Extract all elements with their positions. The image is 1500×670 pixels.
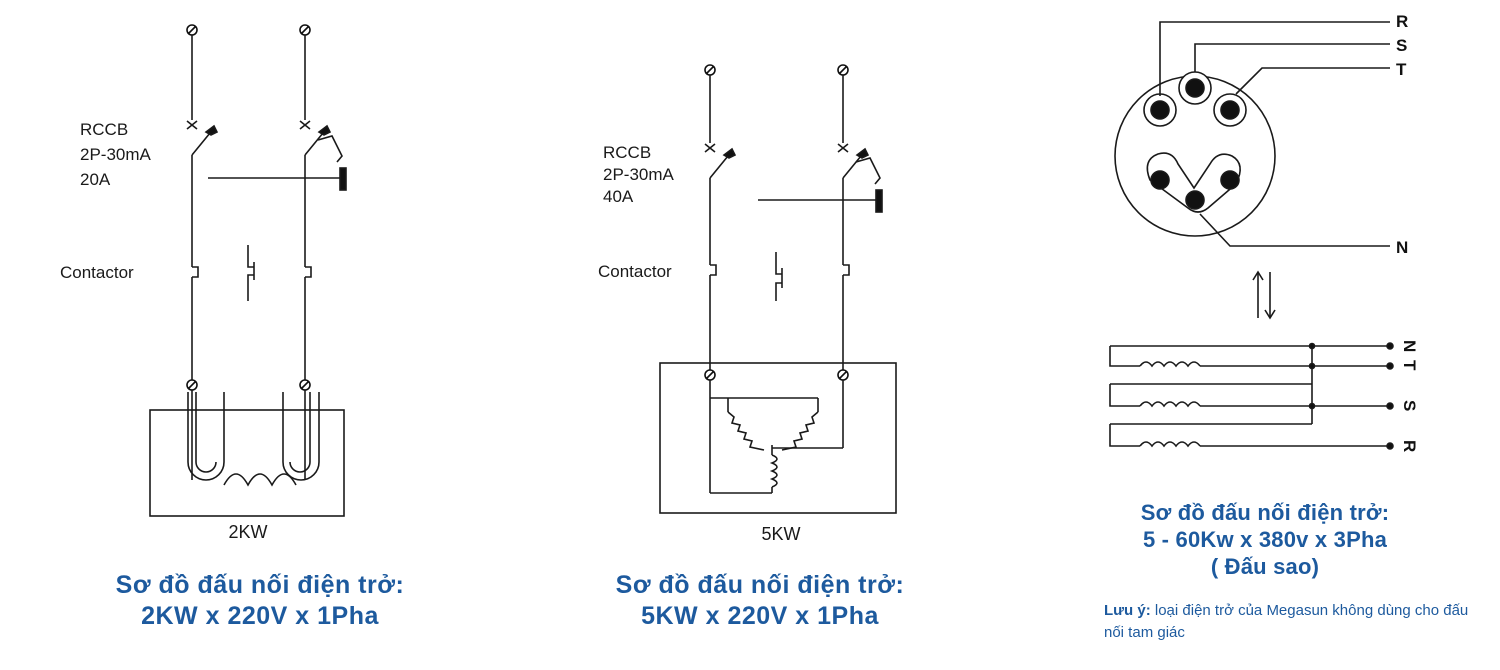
caption-2kw: Sơ đồ đấu nối điện trở: 2KW x 220V x 1Ph… — [50, 570, 470, 631]
plug-label-r: R — [1396, 12, 1408, 31]
caption-5kw-line1: Sơ đồ đấu nối điện trở: — [615, 571, 905, 599]
caption-2kw-line1: Sơ đồ đấu nối điện trở: — [115, 571, 405, 599]
terminal-top-left-5kw — [704, 64, 716, 76]
plug-pins — [1143, 71, 1247, 213]
plug-label-n: N — [1396, 238, 1408, 257]
diagram-3phase — [1109, 21, 1394, 450]
rccb-label-2kw-line3: 20A — [80, 170, 111, 189]
caption-5kw-line2: 5KW x 220V x 1Pha — [641, 601, 879, 630]
heater-box-2kw — [149, 409, 345, 517]
rccb-label-5kw-line2: 2P-30mA — [603, 165, 675, 184]
caption-3phase-line2: 5 - 60Kw x 380v x 3Pha — [1142, 526, 1388, 552]
terminal-bottom-left — [186, 379, 198, 391]
rccb-label-5kw-line3: 40A — [603, 187, 634, 206]
terminal-bottom-right-5kw — [837, 369, 849, 381]
rccb-label-2kw-line2: 2P-30mA — [80, 145, 152, 164]
caption-5kw: Sơ đồ đấu nối điện trở: 5KW x 220V x 1Ph… — [560, 570, 960, 631]
terminal-label-r: R — [1400, 440, 1419, 452]
contactor-label-5kw: Contactor — [598, 262, 672, 281]
terminal-label-s: S — [1400, 400, 1419, 411]
note-text: loại điện trở của Megasun không dùng cho… — [1104, 602, 1469, 641]
caption-3phase-line3: ( Đấu sao) — [1210, 553, 1320, 579]
terminal-top-right-5kw — [837, 64, 849, 76]
terminal-bottom-right — [299, 379, 311, 391]
box-label-2kw: 2KW — [228, 522, 267, 542]
terminal-label-n: N — [1400, 340, 1419, 352]
box-label-5kw: 5KW — [761, 524, 800, 544]
caption-3phase-line1: Sơ đồ đấu nối điện trở: — [1140, 500, 1390, 525]
plug-label-s: S — [1396, 36, 1407, 55]
caption-2kw-line2: 2KW x 220V x 1Pha — [141, 601, 379, 630]
caption-3phase: Sơ đồ đấu nối điện trở: 5 - 60Kw x 380v … — [1090, 500, 1440, 580]
diagram-2kw — [149, 24, 347, 517]
note-prefix: Lưu ý: — [1104, 602, 1151, 619]
terminal-top-left — [186, 24, 198, 36]
diagram-5kw — [659, 64, 897, 514]
heater-box-5kw — [659, 362, 897, 514]
note-3phase: Lưu ý: loại điện trở của Megasun không d… — [1104, 600, 1484, 644]
terminal-label-t: T — [1400, 360, 1419, 371]
terminal-bottom-left-5kw — [704, 369, 716, 381]
contactor-label-2kw: Contactor — [60, 263, 134, 282]
terminal-top-right — [299, 24, 311, 36]
rccb-label-2kw-line1: RCCB — [80, 120, 128, 139]
rccb-label-5kw-line1: RCCB — [603, 143, 651, 162]
plug-label-t: T — [1396, 60, 1407, 79]
